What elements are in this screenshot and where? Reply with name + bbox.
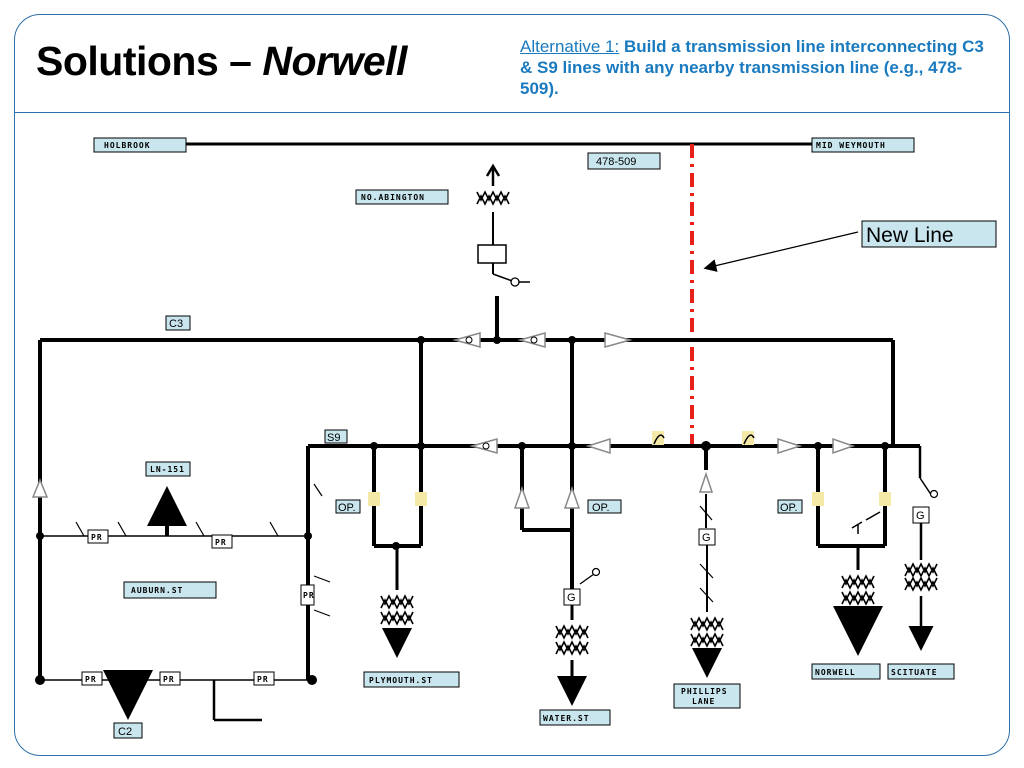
phillips-lane-text-1: PHILLIPS — [681, 687, 728, 696]
g-box-phillips: G — [702, 532, 711, 544]
slide-title: Solutions – Norwell — [36, 38, 407, 85]
water-st-text: WATER.ST — [543, 714, 590, 723]
pr-box-1: PR — [91, 533, 103, 542]
norwell-branch: OP. NORWELL — [777, 446, 891, 680]
scituate-text: SCITUATE — [891, 668, 938, 677]
water-st-branch: OP. G WATER.ST — [513, 446, 622, 726]
pr-box-2: PR — [215, 538, 227, 547]
op-mid-text: OP. — [592, 502, 610, 514]
alternative-text: Build a transmission line interconnectin… — [520, 37, 984, 98]
no-abington-text: NO.ABINGTON — [361, 193, 425, 202]
alternative-lead: Alternative 1: — [520, 37, 620, 56]
midweymouth-text: MID WEYMOUTH — [816, 141, 886, 150]
alternative-description: Alternative 1: Build a transmission line… — [520, 36, 990, 99]
op-left-text: OP. — [338, 502, 356, 514]
c2-text: C2 — [118, 726, 132, 738]
plymouth-st-text: PLYMOUTH.ST — [369, 676, 433, 685]
no-abington-label: NO.ABINGTON — [355, 189, 449, 205]
line-478-509-text: 478-509 — [596, 156, 636, 168]
header-divider — [15, 112, 1010, 113]
g-box-scituate: G — [916, 510, 925, 522]
auburn-st-section: PR PR PR AUBURN.ST — [36, 483, 331, 617]
c3-line: C3 — [31, 315, 895, 680]
title-main: Solutions – — [36, 38, 263, 84]
auburn-st-text: AUBURN.ST — [131, 586, 183, 595]
new-line-text: New Line — [866, 224, 954, 247]
pr-box-6: PR — [257, 675, 269, 684]
slide-frame — [14, 14, 1010, 756]
holbrook-label: HOLBROOK — [93, 137, 187, 153]
pr-box-4: PR — [85, 675, 97, 684]
scituate-branch: G SCITUATE — [887, 446, 955, 680]
no-abington-branch — [476, 163, 530, 340]
plymouth-st-branch: OP. PLYMOUTH.ST — [335, 446, 460, 688]
title-italic: Norwell — [262, 38, 407, 84]
s9-text: S9 — [327, 432, 340, 444]
midweymouth-label: MID WEYMOUTH — [811, 137, 915, 153]
norwell-text: NORWELL — [815, 668, 856, 677]
line-478-509-label: 478-509 — [587, 152, 661, 170]
op-right-text: OP. — [780, 502, 798, 514]
c2-branch: PR PR PR C2 — [35, 670, 317, 739]
pr-box-5: PR — [163, 675, 175, 684]
c3-text: C3 — [169, 318, 183, 330]
ln-151-branch: LN-151 — [145, 461, 191, 536]
phillips-lane-branch: G PHILLIPS LANE — [673, 446, 741, 709]
g-box-water: G — [567, 592, 576, 604]
phillips-lane-text-2: LANE — [692, 697, 715, 706]
ln-151-text: LN-151 — [150, 465, 185, 474]
new-line-callout: New Line — [703, 220, 997, 272]
pr-box-3: PR — [303, 591, 315, 600]
holbrook-text: HOLBROOK — [104, 141, 151, 150]
